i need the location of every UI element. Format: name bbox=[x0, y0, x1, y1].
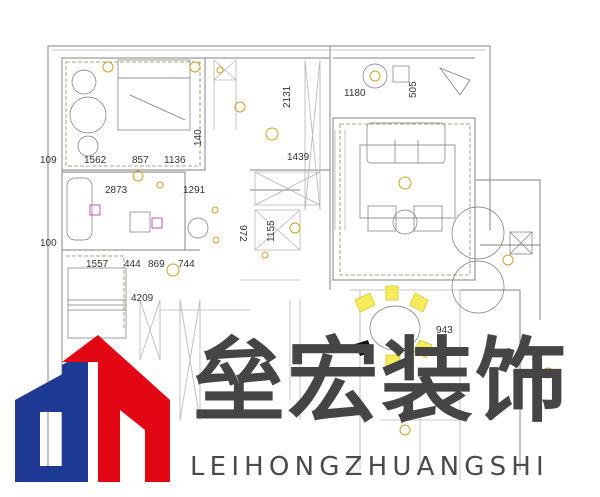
dim-1155: 1155 bbox=[266, 220, 277, 242]
dim-100: 100 bbox=[40, 238, 57, 249]
company-name-pinyin: LEIHONGZHUANGSHI bbox=[190, 452, 549, 482]
dim-2131: 2131 bbox=[282, 85, 293, 108]
dim-1291: 1291 bbox=[183, 185, 206, 196]
dim-2873: 2873 bbox=[105, 185, 128, 196]
dim-1557: 1557 bbox=[86, 259, 109, 270]
dim-943: 943 bbox=[436, 325, 453, 336]
dim-1136: 1136 bbox=[164, 155, 186, 166]
second-bedroom bbox=[67, 267, 127, 339]
dim-1562: 1562 bbox=[84, 155, 107, 166]
master-bedroom bbox=[69, 59, 201, 157]
dim-744: 744 bbox=[178, 259, 195, 270]
dining-area bbox=[354, 285, 433, 371]
company-name-chinese: 垒宏装饰 bbox=[193, 328, 570, 435]
dim-1180: 1180 bbox=[344, 88, 366, 99]
dim-857: 857 bbox=[132, 155, 149, 166]
dim-140: 140 bbox=[193, 129, 204, 146]
dim-4209: 4209 bbox=[131, 293, 154, 304]
dim-1439: 1439 bbox=[287, 152, 310, 163]
dimension-labels: 109 1562 857 1136 140 2873 1291 100 1557… bbox=[40, 81, 453, 336]
lamp-symbols bbox=[132, 66, 554, 436]
bathroom bbox=[66, 177, 209, 241]
dim-444: 444 bbox=[124, 259, 141, 270]
dim-972: 972 bbox=[237, 225, 248, 242]
dim-869: 869 bbox=[148, 259, 165, 270]
dim-505: 505 bbox=[408, 81, 419, 98]
dim-109: 109 bbox=[40, 155, 57, 166]
living-room bbox=[359, 63, 533, 314]
company-logo-mark bbox=[15, 335, 170, 482]
